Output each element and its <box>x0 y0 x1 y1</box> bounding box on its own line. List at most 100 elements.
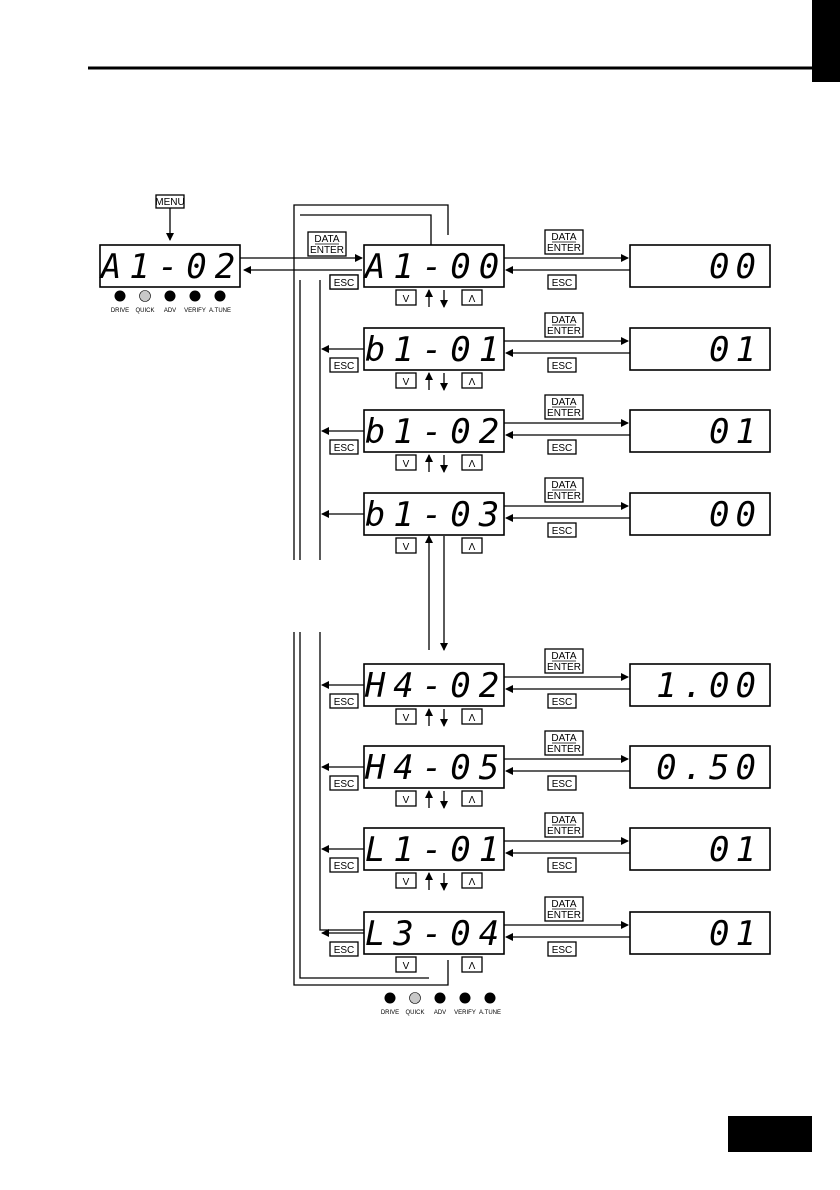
value-display: 0.50 <box>629 745 771 789</box>
down-key[interactable]: V <box>395 790 417 807</box>
esc-key-label: ESC <box>334 278 355 289</box>
esc-key[interactable]: ESC <box>547 775 577 791</box>
esc-key[interactable]: ESC <box>547 941 577 957</box>
esc-key-label: ESC <box>552 779 573 790</box>
list-gap-arrows <box>425 535 448 651</box>
menu-key-label: MENU <box>155 197 184 208</box>
down-key-glyph: V <box>403 542 410 553</box>
data-enter-key-data: DATA <box>551 397 577 408</box>
down-key[interactable]: V <box>395 872 417 889</box>
led-dot <box>484 992 496 1004</box>
led-verify: VERIFY <box>454 992 476 1016</box>
esc-key[interactable]: ESC <box>329 857 359 873</box>
data-enter-key-enter: ENTER <box>547 326 581 337</box>
down-key[interactable]: V <box>395 289 417 306</box>
down-key[interactable]: V <box>395 372 417 389</box>
data-enter-key-enter: ENTER <box>547 243 581 254</box>
value-display: 01 <box>629 827 771 871</box>
up-key[interactable]: Λ <box>461 790 483 807</box>
esc-key[interactable]: ESC <box>329 439 359 455</box>
data-enter-key-data: DATA <box>551 651 577 662</box>
down-key[interactable]: V <box>395 956 417 973</box>
up-key-glyph: Λ <box>469 542 476 553</box>
esc-key-label: ESC <box>334 945 355 956</box>
esc-key-label: ESC <box>334 861 355 872</box>
led-dot <box>459 992 471 1004</box>
param-display: A1-00 <box>363 244 505 288</box>
esc-key[interactable]: ESC <box>329 941 359 957</box>
param-code: b1-02 <box>365 412 507 452</box>
up-key[interactable]: Λ <box>461 872 483 889</box>
up-key[interactable]: Λ <box>461 289 483 306</box>
up-key[interactable]: Λ <box>461 537 483 554</box>
esc-key[interactable]: ESC <box>547 274 577 290</box>
led-quick: QUICK <box>405 992 425 1016</box>
esc-key[interactable]: ESC <box>329 274 359 290</box>
led-label: ADV <box>434 1010 446 1016</box>
esc-key-label: ESC <box>552 861 573 872</box>
esc-key[interactable]: ESC <box>329 775 359 791</box>
esc-key[interactable]: ESC <box>547 522 577 538</box>
data-enter-key-data: DATA <box>551 899 577 910</box>
esc-key[interactable]: ESC <box>547 693 577 709</box>
param-display: b1-02 <box>363 409 507 453</box>
esc-key-label: ESC <box>552 526 573 537</box>
up-key[interactable]: Λ <box>461 454 483 471</box>
led-dot <box>139 290 151 302</box>
down-key-glyph: V <box>403 713 410 724</box>
param-code: H4-05 <box>364 748 507 788</box>
param-value: 01 <box>709 830 762 870</box>
esc-key-label: ESC <box>334 361 355 372</box>
esc-key[interactable]: ESC <box>329 357 359 373</box>
up-key[interactable]: Λ <box>461 372 483 389</box>
esc-key-label: ESC <box>552 443 573 454</box>
down-key[interactable]: V <box>395 708 417 725</box>
esc-key-label: ESC <box>334 779 355 790</box>
up-key-glyph: Λ <box>469 713 476 724</box>
esc-key[interactable]: ESC <box>547 357 577 373</box>
down-key-glyph: V <box>403 459 410 470</box>
led-label: A.TUNE <box>209 308 231 314</box>
up-key[interactable]: Λ <box>461 956 483 973</box>
data-enter-key-enter: ENTER <box>547 826 581 837</box>
up-key-glyph: Λ <box>469 961 476 972</box>
data-enter-key-data: DATA <box>551 815 577 826</box>
menu-key[interactable]: MENU <box>155 194 185 209</box>
param-value: 01 <box>709 330 762 370</box>
up-key[interactable]: Λ <box>461 708 483 725</box>
up-key-glyph: Λ <box>469 459 476 470</box>
param-display: H4-02 <box>363 663 505 707</box>
esc-key[interactable]: ESC <box>547 857 577 873</box>
down-key[interactable]: V <box>395 454 417 471</box>
up-key-glyph: Λ <box>469 294 476 305</box>
value-display: 01 <box>629 911 771 955</box>
led-atune: A.TUNE <box>479 992 501 1016</box>
data-enter-key-data: DATA <box>551 232 577 243</box>
esc-key-label: ESC <box>552 278 573 289</box>
param-code: L1-01 <box>365 830 507 870</box>
esc-key[interactable]: ESC <box>329 693 359 709</box>
up-key-glyph: Λ <box>469 877 476 888</box>
led-label: QUICK <box>135 308 154 314</box>
start-display: A1-02 <box>99 244 241 288</box>
down-key[interactable]: V <box>395 537 417 554</box>
data-enter-key-enter: ENTER <box>547 910 581 921</box>
esc-key[interactable]: ESC <box>547 439 577 455</box>
down-key-glyph: V <box>403 961 410 972</box>
esc-key-label: ESC <box>334 697 355 708</box>
